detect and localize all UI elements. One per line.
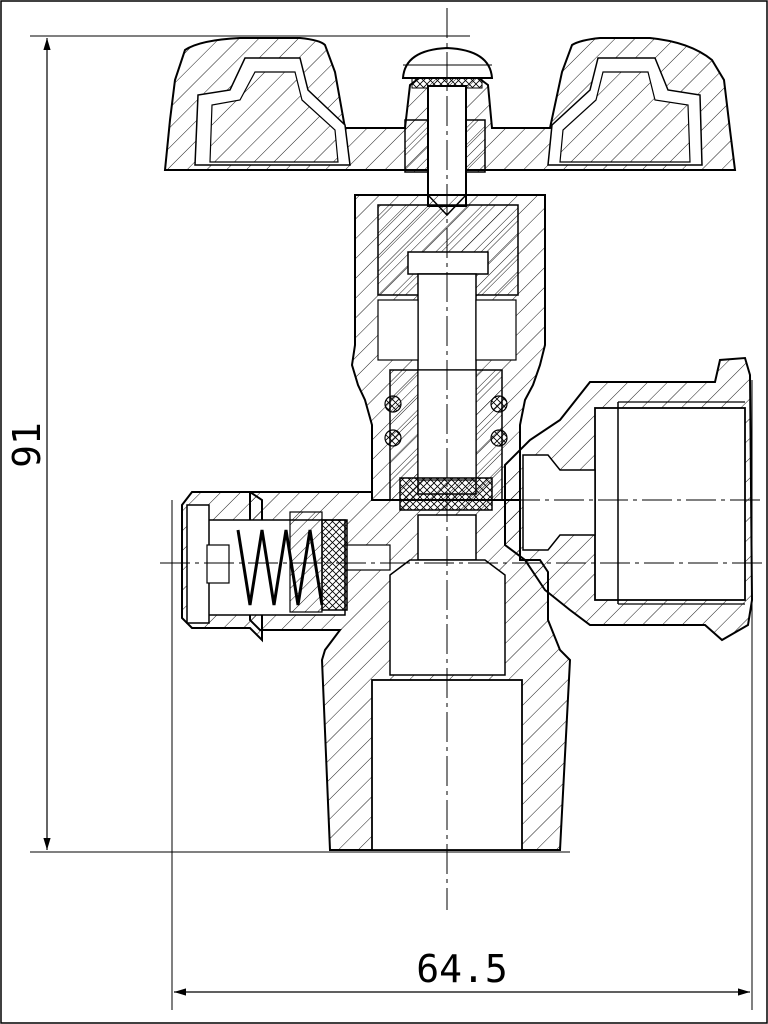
width-dimension-value: 64.5 — [416, 947, 508, 991]
relief-valve — [181, 491, 348, 643]
outlet-port — [504, 356, 754, 642]
width-dimension — [171, 380, 753, 1010]
height-dimension — [30, 35, 570, 853]
height-dimension-value: 91 — [5, 422, 49, 468]
center-lines — [160, 8, 765, 910]
